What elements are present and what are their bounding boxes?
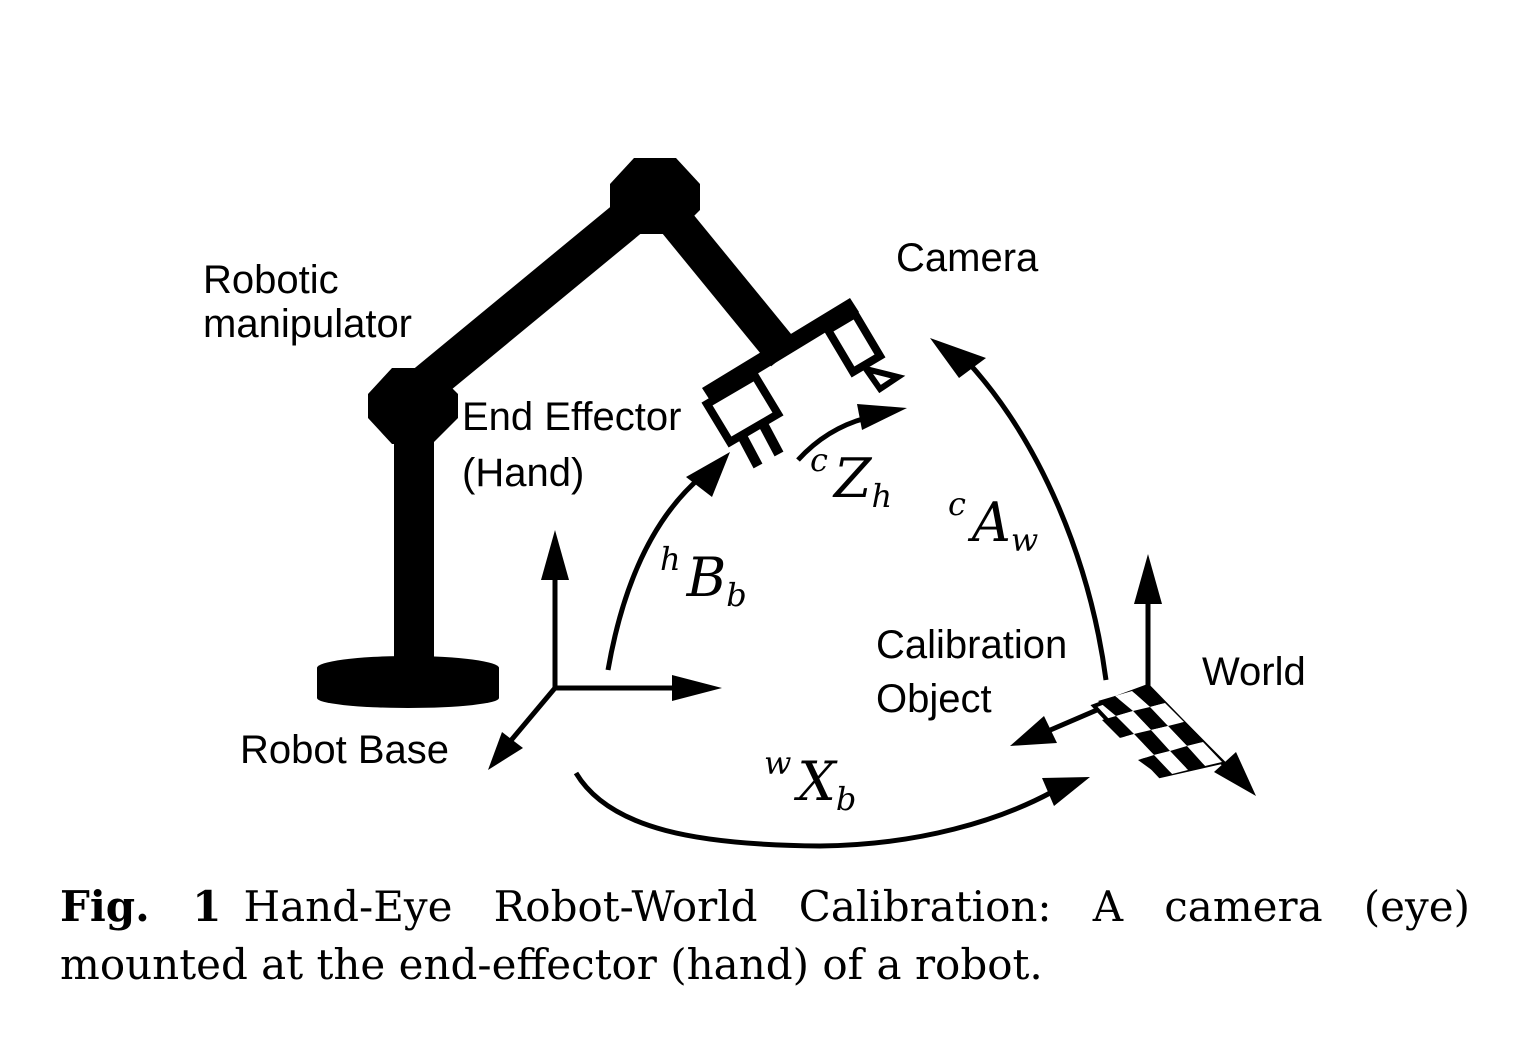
camera-label: Camera [896,236,1039,280]
robotic-manipulator-shape [368,158,799,670]
transform-arrows [573,338,1109,849]
hand-eye-calibration-diagram: Robotic manipulator Camera End Effector … [203,158,1306,849]
calibration-object-label-line2: Object [876,677,992,721]
caption-text: Hand-Eye Robot-World Calibration: A came… [60,882,1471,989]
end-effector-shape [701,298,859,469]
calibration-checkerboard [1090,683,1226,779]
cAw-arrow [964,358,1109,681]
wXb-arrow [573,771,1054,849]
robotic-manipulator-label-line2: manipulator [203,302,412,346]
hBb-arrow [605,474,704,671]
elbow-joint [610,158,700,234]
camera-shape [822,308,906,394]
robot-base-label: Robot Base [240,728,449,772]
shoulder-joint [368,368,458,444]
calibration-object-label-line1: Calibration [876,623,1067,667]
figure-number: Fig. 1 [60,882,222,931]
robot-base-frame [488,530,722,770]
world-label: World [1202,650,1306,694]
end-effector-label-line1: End Effector [462,395,681,439]
robot-base-shape [317,656,499,708]
cZh-arrow [796,415,867,462]
end-effector-label-line2: (Hand) [462,451,584,495]
robotic-manipulator-label-line1: Robotic [203,258,339,302]
